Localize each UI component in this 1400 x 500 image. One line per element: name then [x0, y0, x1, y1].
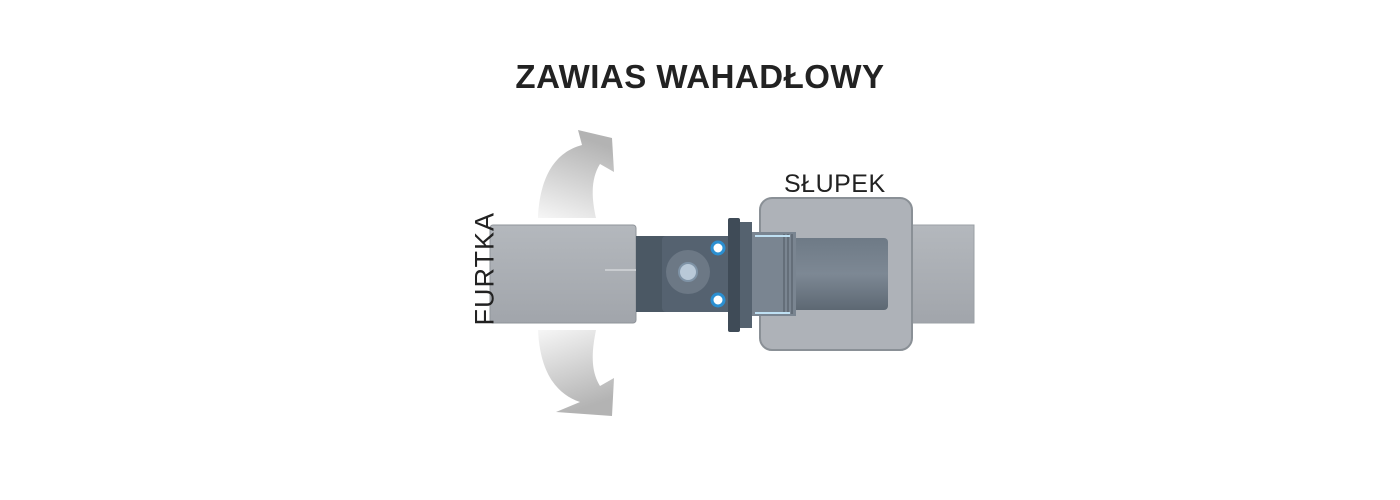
post-label: SŁUPEK	[784, 170, 886, 198]
hinge-flange	[728, 218, 740, 332]
swing-arrow-up-icon	[538, 130, 614, 218]
gate-label: FURTKA	[469, 211, 500, 326]
gate-profile	[489, 224, 637, 324]
diagram-title: ZAWIAS WAHADŁOWY	[515, 58, 885, 95]
pivot-pin	[678, 262, 698, 282]
swing-arrow-down-icon	[538, 330, 614, 416]
screw-icon	[710, 240, 726, 256]
screw-icon	[710, 292, 726, 308]
